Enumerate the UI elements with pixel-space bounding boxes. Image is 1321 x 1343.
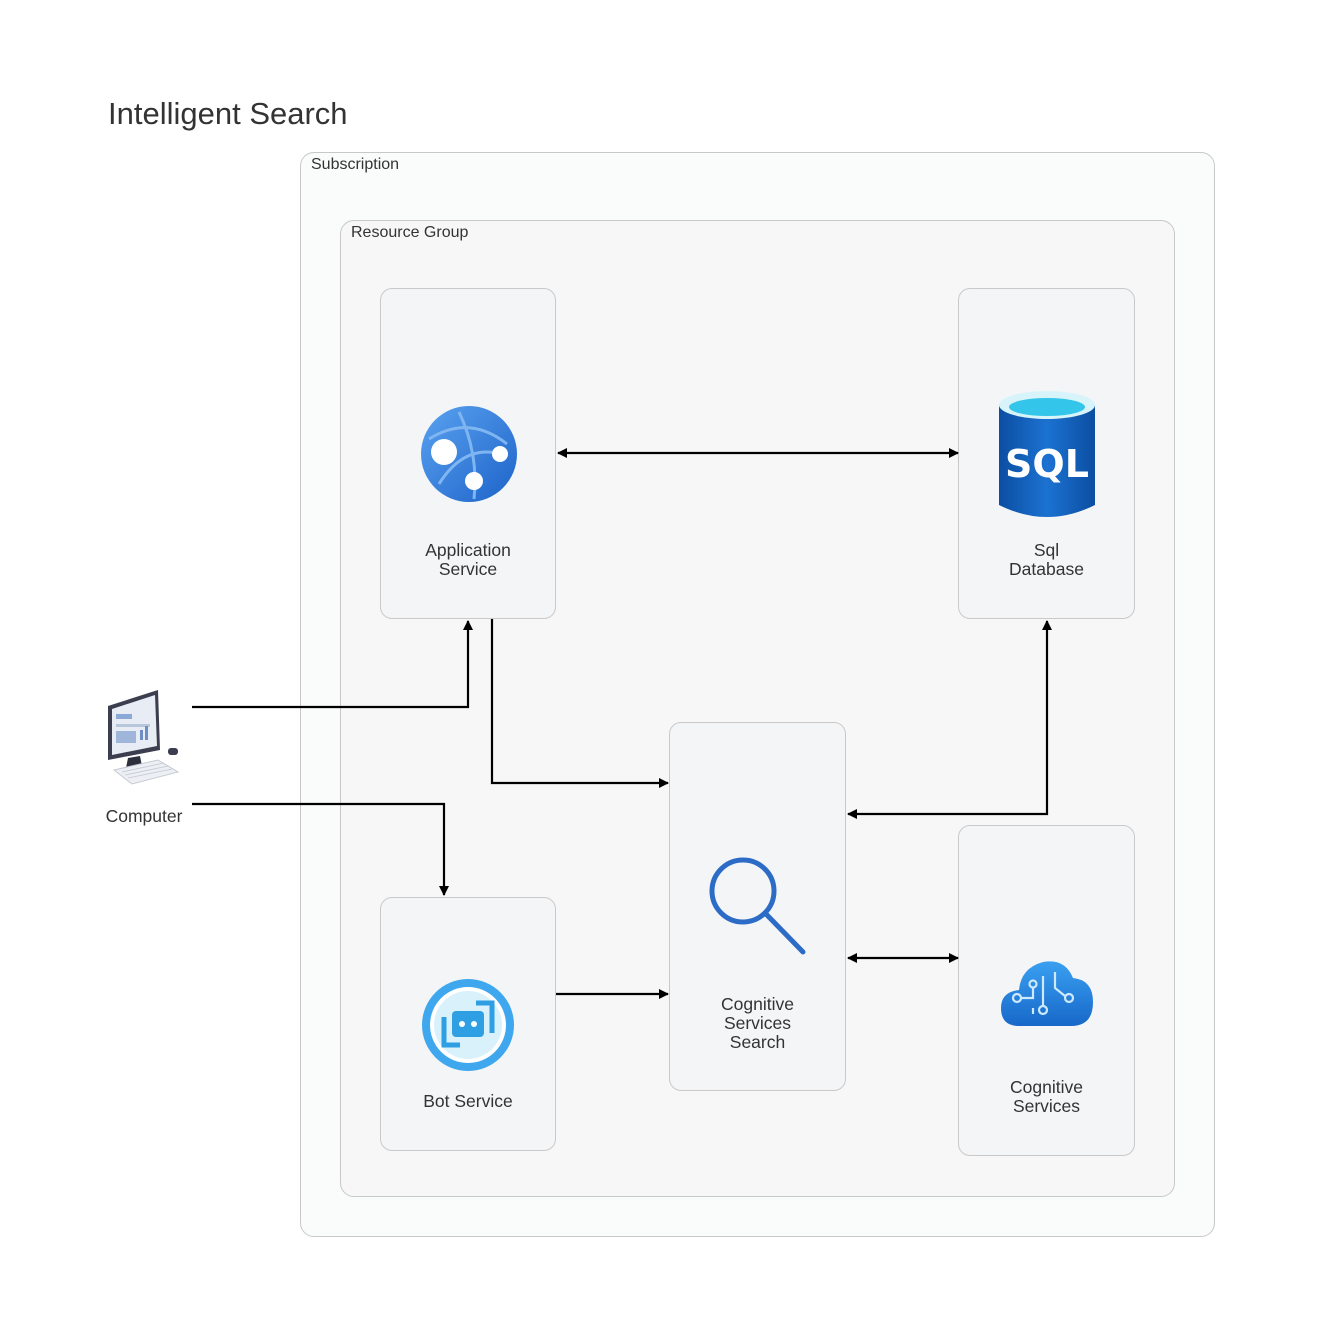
sql-database-node[interactable]: SQL Sql Database [958,288,1135,619]
cognitive-services-icon [1001,961,1093,1026]
sql-database-icon: SQL [999,391,1095,517]
cog-search-node[interactable]: Cognitive Services Search [669,722,846,1091]
cog-services-label: Cognitive Services [1010,1077,1083,1116]
app-service-icon [421,406,517,502]
bot-service-node[interactable]: Bot Service [380,897,556,1151]
bot-service-label: Bot Service [423,1091,513,1111]
cog-services-node[interactable]: Cognitive Services [958,825,1135,1156]
search-icon [709,857,806,955]
page-title: Intelligent Search [108,96,348,131]
computer-label: Computer [105,806,183,826]
sql-database-label: Sql Database [1009,540,1084,579]
resource-group-label: Resource Group [351,224,469,241]
svg-text:SQL: SQL [1005,442,1089,486]
bot-service-icon [422,979,514,1071]
app-service-node[interactable]: Application Service [380,288,556,619]
subscription-label: Subscription [311,156,400,173]
desktop-computer-icon[interactable] [100,688,192,786]
app-service-label: Application Service [425,540,511,579]
cog-search-label: Cognitive Services Search [721,994,794,1052]
